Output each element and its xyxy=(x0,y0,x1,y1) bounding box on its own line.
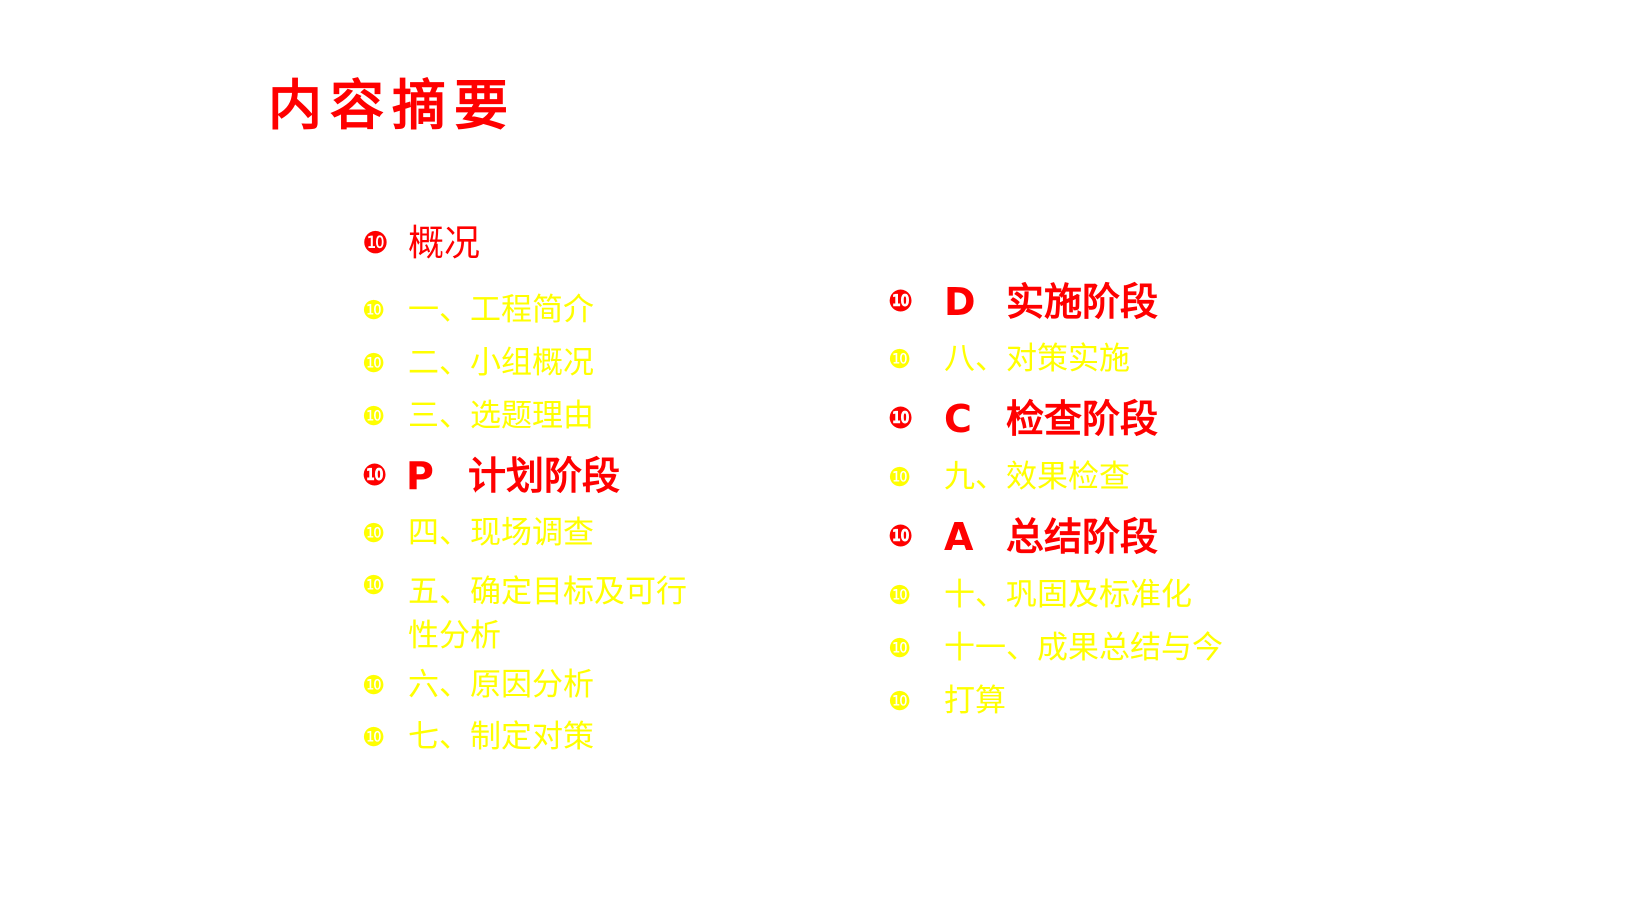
list-item-site-survey: ❿ 四、现场调查 xyxy=(362,518,594,549)
list-item-plan: ❿ 打算 xyxy=(888,686,1006,717)
phase-label: 总结阶段 xyxy=(1006,515,1159,559)
item-label: 七、制定对策 xyxy=(408,719,594,755)
bullet-icon: ❿ xyxy=(362,226,389,261)
bullet-icon: ❿ xyxy=(362,401,386,432)
item-label: 十、巩固及标准化 xyxy=(944,577,1192,613)
phase-heading-plan: ❿ P 计划阶段 xyxy=(362,457,620,495)
bullet-icon: ❿ xyxy=(362,518,386,549)
bullet-icon: ❿ xyxy=(362,571,386,601)
phase-heading-act: ❿ A 总结阶段 xyxy=(888,518,1158,556)
list-item-standardization: ❿ 十、巩固及标准化 xyxy=(888,580,1192,611)
page-title: 内容摘要 xyxy=(268,73,516,137)
bullet-icon: ❿ xyxy=(888,519,914,554)
bullet-icon: ❿ xyxy=(362,295,386,326)
bullet-icon: ❿ xyxy=(888,580,912,611)
item-label: 九、效果检查 xyxy=(944,459,1130,495)
list-item-implementation: ❿ 八、对策实施 xyxy=(888,344,1130,375)
item-label-line2: 性分析 xyxy=(408,618,501,654)
phase-label: 计划阶段 xyxy=(468,454,621,498)
bullet-icon: ❿ xyxy=(362,722,386,753)
list-item-team-overview: ❿ 二、小组概况 xyxy=(362,348,594,379)
list-item-cause-analysis: ❿ 六、原因分析 xyxy=(362,670,594,701)
phase-letter: P xyxy=(406,454,434,498)
bullet-icon: ❿ xyxy=(888,686,912,717)
item-label: 六、原因分析 xyxy=(408,667,594,703)
item-label: 二、小组概况 xyxy=(408,345,594,381)
list-item-countermeasures: ❿ 七、制定对策 xyxy=(362,722,594,753)
list-item-topic-reason: ❿ 三、选题理由 xyxy=(362,401,594,432)
bullet-icon: ❿ xyxy=(362,458,388,493)
bullet-icon: ❿ xyxy=(888,284,914,319)
overview-label: 概况 xyxy=(408,223,481,264)
bullet-icon: ❿ xyxy=(362,348,386,379)
list-item-summary: ❿ 十一、成果总结与今 xyxy=(888,633,1223,664)
bullet-icon: ❿ xyxy=(888,462,912,493)
item-label: 四、现场调查 xyxy=(408,515,594,551)
bullet-icon: ❿ xyxy=(888,633,912,664)
bullet-icon: ❿ xyxy=(888,401,914,436)
item-label: 打算 xyxy=(944,683,1006,719)
item-label-line1: 五、确定目标及可行 xyxy=(408,574,687,610)
list-item-overview: ❿ 概况 xyxy=(362,226,480,262)
phase-heading-check: ❿ C 检查阶段 xyxy=(888,400,1158,438)
list-item-effect-check: ❿ 九、效果检查 xyxy=(888,462,1130,493)
list-item-project-intro: ❿ 一、工程简介 xyxy=(362,295,594,326)
phase-label: 检查阶段 xyxy=(1006,397,1159,441)
phase-label: 实施阶段 xyxy=(1006,280,1159,324)
item-label: 一、工程简介 xyxy=(408,292,594,328)
item-label: 十一、成果总结与今 xyxy=(944,630,1223,666)
phase-letter: D xyxy=(944,280,976,324)
phase-letter: C xyxy=(944,397,972,441)
list-item-target-feasibility: ❿ 五、确定目标及可行 性分析 xyxy=(362,570,687,658)
item-label: 八、对策实施 xyxy=(944,341,1130,377)
phase-heading-do: ❿ D 实施阶段 xyxy=(888,283,1158,321)
item-label: 三、选题理由 xyxy=(408,398,594,434)
bullet-icon: ❿ xyxy=(888,344,912,375)
bullet-icon: ❿ xyxy=(362,670,386,701)
phase-letter: A xyxy=(944,515,974,559)
